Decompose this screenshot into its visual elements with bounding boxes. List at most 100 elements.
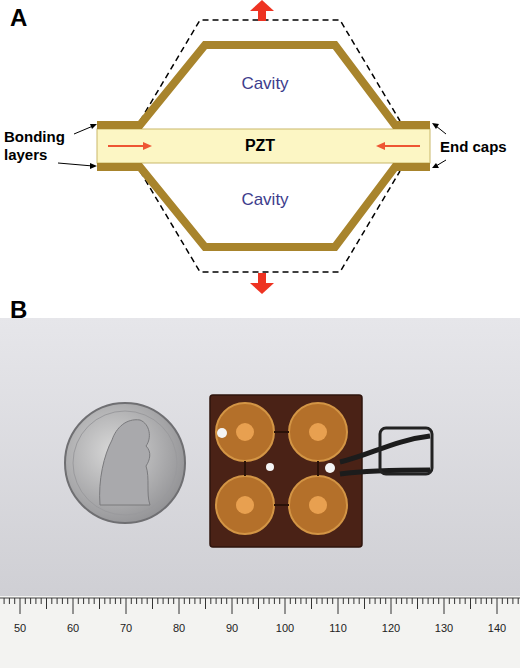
ruler-tick xyxy=(147,598,148,604)
ruler-tick xyxy=(454,598,455,604)
cymbal-element xyxy=(216,403,274,461)
strain-arrow xyxy=(376,142,385,150)
ruler-tick xyxy=(274,598,275,604)
ruler-tick xyxy=(306,598,307,604)
ruler-tick xyxy=(242,598,243,604)
lead-wire-loop xyxy=(380,428,432,474)
ruler-tick xyxy=(290,598,291,604)
displacement-arrow xyxy=(250,283,274,294)
ruler-tick xyxy=(67,598,68,604)
ruler-tick xyxy=(136,598,137,604)
ruler-tick xyxy=(25,598,26,604)
internal-wire xyxy=(245,432,318,505)
strain-arrow xyxy=(384,145,420,147)
ruler-tick xyxy=(247,598,248,604)
leader-arrowhead xyxy=(90,124,97,129)
ruler-tick xyxy=(359,598,360,604)
ruler-tick xyxy=(131,598,132,604)
ruler-tick xyxy=(348,598,349,604)
ruler-tick xyxy=(327,598,328,604)
ruler-tick xyxy=(20,598,21,614)
marking-dot xyxy=(217,428,227,438)
ruler-tick xyxy=(104,598,105,604)
ruler-tick xyxy=(465,598,466,604)
ruler-number: 140 xyxy=(482,622,512,635)
ruler-tick xyxy=(157,598,158,604)
ruler-number: 70 xyxy=(111,622,141,635)
ruler-tick xyxy=(401,598,402,604)
ruler-tick xyxy=(194,598,195,604)
ruler-tick xyxy=(470,598,471,609)
ruler-tick xyxy=(221,598,222,604)
ruler-tick xyxy=(444,598,445,614)
ruler-tick xyxy=(78,598,79,604)
ruler-tick xyxy=(380,598,381,604)
ruler-number: 60 xyxy=(58,622,88,635)
leader-arrowhead xyxy=(90,163,97,169)
region-label: Cavity xyxy=(215,190,315,210)
ruler-number: 110 xyxy=(323,622,353,635)
ruler-number: 100 xyxy=(270,622,300,635)
node-text: PZT xyxy=(245,137,275,155)
ruler-tick xyxy=(412,598,413,604)
ruler-tick xyxy=(285,598,286,614)
ruler-tick xyxy=(279,598,280,604)
ruler-tick xyxy=(507,598,508,604)
ruler-tick xyxy=(126,598,127,614)
ruler-tick xyxy=(51,598,52,604)
ruler-tick xyxy=(179,598,180,614)
displacement-arrow xyxy=(250,0,274,11)
ruler-tick xyxy=(438,598,439,604)
cymbal-dome xyxy=(309,496,327,514)
leader-arrowhead xyxy=(432,123,439,129)
ruler-tick xyxy=(332,598,333,604)
cymbal-dome xyxy=(309,423,327,441)
ruler-tick xyxy=(295,598,296,604)
ruler-tick xyxy=(4,598,5,604)
ruler-tick xyxy=(391,598,392,614)
ruler-tick xyxy=(9,598,10,604)
ruler-tick xyxy=(263,598,264,604)
ruler-tick xyxy=(518,598,519,604)
part-label: End caps xyxy=(440,138,518,156)
ruler-tick xyxy=(364,598,365,609)
ruler-tick xyxy=(237,598,238,604)
ruler-tick xyxy=(46,598,47,609)
ruler-tick xyxy=(41,598,42,604)
ruler-tick xyxy=(152,598,153,609)
ruler-tick xyxy=(30,598,31,604)
cymbal-element xyxy=(216,476,274,534)
quarter-coin xyxy=(65,403,185,523)
ruler-tick xyxy=(512,598,513,604)
ruler-number: 80 xyxy=(164,622,194,635)
ruler-tick xyxy=(491,598,492,604)
coin-profile xyxy=(100,420,150,505)
leader-line xyxy=(436,126,446,134)
ruler-tick xyxy=(83,598,84,604)
ruler-tick xyxy=(428,598,429,604)
ruler-tick xyxy=(486,598,487,604)
strain-arrow xyxy=(143,142,152,150)
ruler-number: 130 xyxy=(429,622,459,635)
marking-dot xyxy=(266,463,274,471)
ruler-tick xyxy=(475,598,476,604)
cymbal-element xyxy=(289,403,347,461)
ruler-tick xyxy=(311,598,312,609)
ruler-tick xyxy=(141,598,142,604)
ruler-ticks xyxy=(4,598,518,614)
ruler-tick xyxy=(459,598,460,604)
ruler-tick xyxy=(88,598,89,604)
leader-line xyxy=(74,126,93,134)
leader-line xyxy=(436,160,446,166)
ruler-tick xyxy=(173,598,174,604)
ruler-tick xyxy=(14,598,15,604)
ruler-tick xyxy=(396,598,397,604)
ruler-tick xyxy=(57,598,58,604)
end-cap xyxy=(97,45,430,125)
pzt-disc xyxy=(97,129,430,163)
ruler-tick xyxy=(99,598,100,609)
ruler-number: 90 xyxy=(217,622,247,635)
ruler-tick xyxy=(481,598,482,604)
ruler-tick xyxy=(62,598,63,604)
